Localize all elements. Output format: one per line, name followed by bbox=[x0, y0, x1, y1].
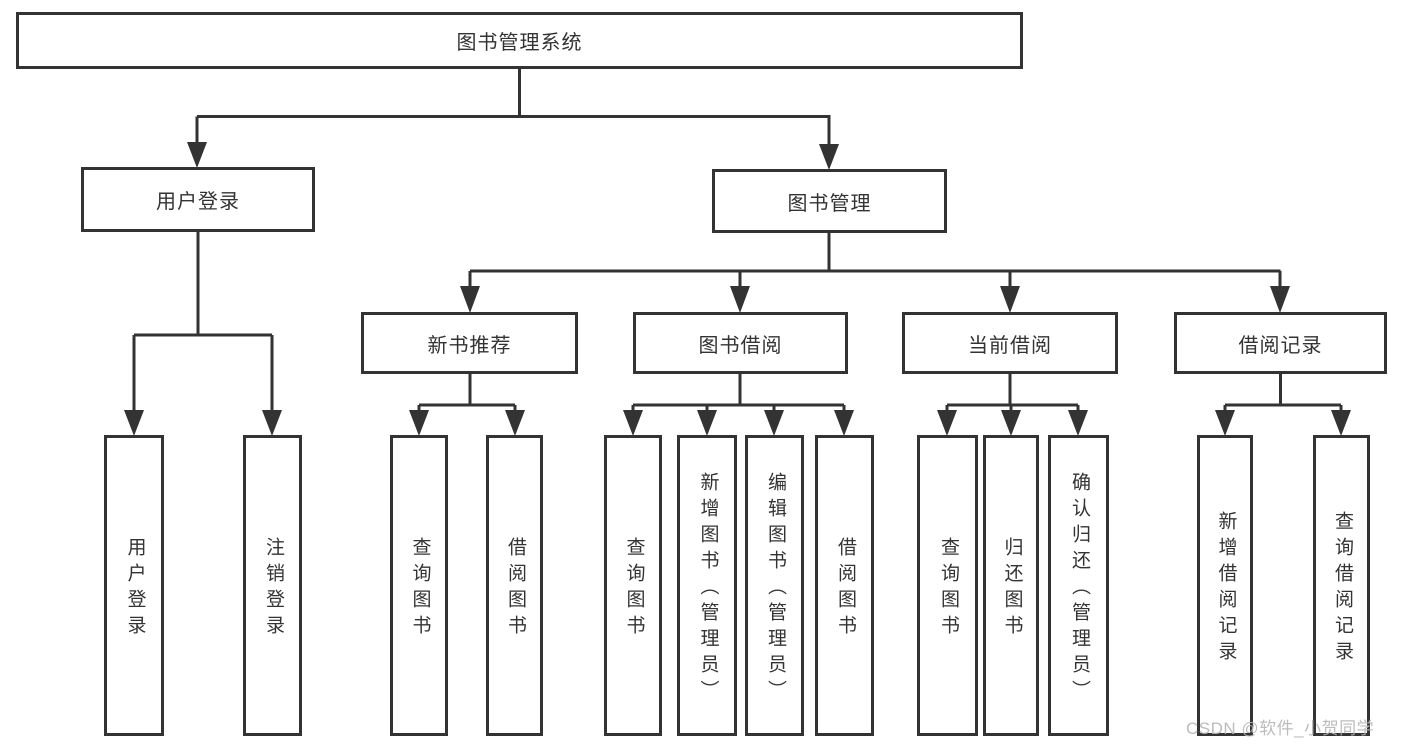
connector-root-to-level2 bbox=[187, 67, 839, 170]
node-label: 图书管理 bbox=[787, 192, 872, 215]
node-borrowing-records: 借阅记录 bbox=[1174, 312, 1387, 374]
connector-current-borrowing-children bbox=[937, 374, 1088, 436]
node-label: 当前借阅 bbox=[968, 334, 1052, 357]
node-label: 借阅记录 bbox=[1238, 334, 1323, 357]
node-label: 借阅图书 bbox=[504, 536, 526, 641]
node-label: 归还图书 bbox=[1001, 536, 1023, 641]
node-label: 查询图书 bbox=[409, 536, 431, 641]
leaf-user-login: 用户登录 bbox=[104, 435, 164, 736]
node-label: 查询图书 bbox=[937, 536, 959, 641]
node-label: 新增图书（管理员） bbox=[697, 471, 719, 706]
leaf-borrow-books-newbook: 借阅图书 bbox=[486, 435, 543, 736]
leaf-add-borrow-record: 新增借阅记录 bbox=[1197, 435, 1253, 736]
node-label: 确认归还（管理员） bbox=[1068, 471, 1090, 706]
node-label: 查询图书 bbox=[623, 536, 645, 641]
node-label: 用户登录 bbox=[156, 191, 240, 213]
leaf-edit-books-admin: 编辑图书（管理员） bbox=[745, 435, 804, 736]
connector-borrowing-records-children bbox=[1215, 374, 1351, 436]
node-label: 用户登录 bbox=[124, 536, 146, 641]
node-book-borrowing: 图书借阅 bbox=[633, 312, 848, 374]
connector-book-borrowing-children bbox=[623, 374, 854, 436]
node-root-library-management-system: 图书管理系统 bbox=[16, 12, 1023, 69]
node-new-book-recommend: 新书推荐 bbox=[361, 312, 578, 374]
csdn-watermark: CSDN @软件_小贺同学 bbox=[1186, 719, 1375, 738]
leaf-query-books-newbook: 查询图书 bbox=[390, 435, 448, 736]
leaf-query-books-borrowing: 查询图书 bbox=[604, 435, 662, 736]
node-label: 查询借阅记录 bbox=[1331, 510, 1353, 667]
leaf-logout: 注销登录 bbox=[243, 435, 302, 736]
node-current-borrowing: 当前借阅 bbox=[902, 312, 1118, 374]
leaf-add-books-admin: 新增图书（管理员） bbox=[677, 435, 737, 736]
leaf-return-books: 归还图书 bbox=[983, 435, 1039, 736]
node-label: 编辑图书（管理员） bbox=[764, 471, 786, 706]
node-label: 新增借阅记录 bbox=[1215, 510, 1237, 667]
node-user-login: 用户登录 bbox=[81, 167, 315, 232]
connector-new-book-children bbox=[409, 374, 525, 436]
node-label: 借阅图书 bbox=[834, 536, 856, 641]
connector-user-login-children bbox=[124, 232, 282, 436]
node-label: 注销登录 bbox=[262, 536, 284, 641]
leaf-query-borrow-record: 查询借阅记录 bbox=[1313, 435, 1370, 736]
node-book-management: 图书管理 bbox=[712, 169, 947, 233]
connector-book-management-children bbox=[460, 233, 1290, 313]
node-label: 图书借阅 bbox=[698, 334, 783, 357]
leaf-confirm-return-admin: 确认归还（管理员） bbox=[1048, 435, 1109, 736]
node-label: 图书管理系统 bbox=[456, 32, 583, 54]
leaf-borrow-books-borrowing: 借阅图书 bbox=[815, 435, 874, 736]
leaf-query-books-current: 查询图书 bbox=[917, 435, 978, 736]
node-label: 新书推荐 bbox=[427, 334, 512, 357]
